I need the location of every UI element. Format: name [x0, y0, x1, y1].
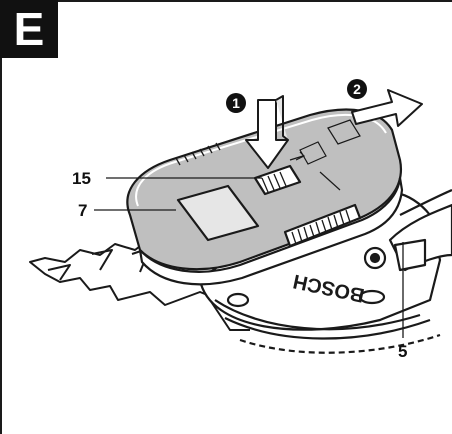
- step-marker-2: 2: [347, 79, 367, 99]
- callout-5: 5: [398, 342, 407, 361]
- svg-text:2: 2: [353, 81, 361, 97]
- step-marker-1: 1: [226, 93, 246, 113]
- figure-badge: E: [0, 0, 58, 58]
- cover-markings: [289, 119, 361, 191]
- callout-15: 15: [72, 169, 91, 188]
- svg-text:1: 1: [232, 95, 240, 111]
- slide-arrow: [351, 89, 423, 127]
- battery-cover: [126, 108, 404, 286]
- leader-lines: [94, 177, 404, 338]
- press-arrow: [245, 95, 289, 169]
- callout-7: 7: [78, 201, 87, 220]
- grip-ribs: [175, 142, 351, 245]
